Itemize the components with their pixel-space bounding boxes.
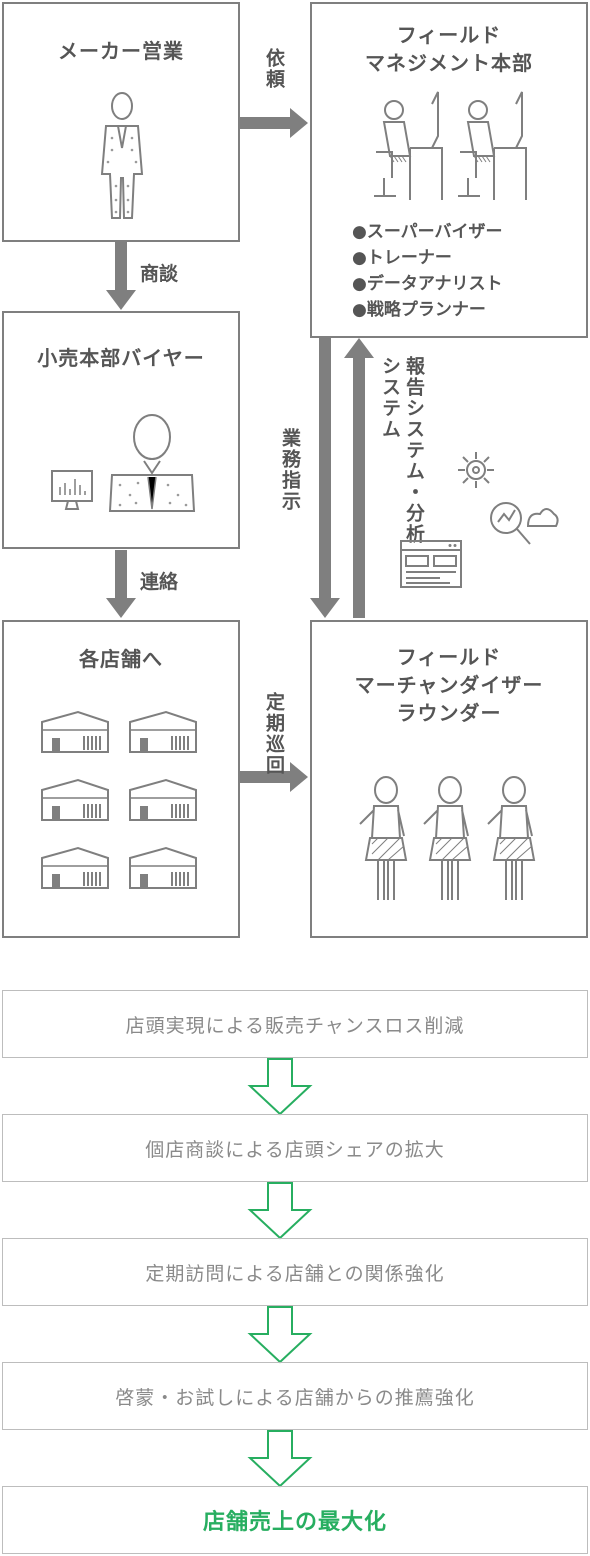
label-negotiation: 商談 <box>140 263 179 285</box>
store-building-icon <box>41 779 109 821</box>
stores-title: 各店舗へ <box>79 647 163 671</box>
woman-icon <box>359 776 407 901</box>
store-building-icon <box>129 779 197 821</box>
arrow-negotiation <box>106 242 136 310</box>
store-building-icon <box>129 847 197 889</box>
stores-box: 各店舗へ <box>2 620 240 938</box>
gear-icon <box>458 452 494 488</box>
fmr-title-line3: ラウンダー <box>396 701 502 725</box>
role-item: ●トレーナー <box>352 248 452 268</box>
flow-down-arrow-3 <box>247 1306 313 1364</box>
role-item: ●データアナリスト <box>352 274 503 294</box>
label-patrol: 定期巡回 <box>263 692 285 776</box>
label-contact: 連絡 <box>140 571 179 593</box>
store-buildings-icon <box>41 711 197 889</box>
field-merchandiser-box: フィールド マーチャンダイザー ラウンダー <box>310 620 588 938</box>
arrow-report <box>344 338 374 618</box>
flow-step-1: 店頭実現による販売チャンスロス削減 <box>2 990 588 1058</box>
field-management-hq-box: フィールド マネジメント本部 ●スーパーバイザー ●トレーナー ●データアナリス… <box>310 2 588 338</box>
label-instruction: 業務指示 <box>279 428 301 512</box>
analytics-cloud-icon <box>490 502 559 545</box>
field-hq-title-line2: マネジメント本部 <box>365 51 533 75</box>
women-staff-icon <box>359 776 535 901</box>
maker-sales-box: メーカー営業 <box>2 2 240 242</box>
flow-result: 店舗売上の最大化 <box>2 1486 588 1554</box>
retail-buyer-box: 小売本部バイヤー <box>2 311 240 549</box>
fmr-title-line1: フィールド <box>396 645 502 669</box>
buyer-with-monitor-icon <box>51 414 196 512</box>
woman-icon <box>423 776 471 901</box>
arrow-instruction <box>310 338 340 618</box>
flow-step-4: 啓蒙・お試しによる店舗からの推薦強化 <box>2 1362 588 1430</box>
arrow-contact <box>106 550 136 618</box>
arrow-patrol <box>240 762 308 792</box>
flow-down-arrow-4 <box>247 1430 313 1488</box>
field-hq-role-list: ●スーパーバイザー ●トレーナー ●データアナリスト ●戦略プランナー <box>352 219 503 323</box>
businessman-icon <box>100 92 144 219</box>
arrow-request <box>240 108 308 138</box>
store-building-icon <box>41 847 109 889</box>
retail-buyer-title: 小売本部バイヤー <box>37 346 205 370</box>
fmr-title-line2: マーチャンダイザー <box>354 673 544 697</box>
woman-icon <box>487 776 535 901</box>
dashboard-window-icon <box>400 540 462 588</box>
role-item: ●戦略プランナー <box>352 300 486 320</box>
field-hq-title-line1: フィールド <box>396 23 502 47</box>
flow-step-3: 定期訪問による店舗との関係強化 <box>2 1238 588 1306</box>
flow-step-2: 個店商談による店頭シェアの拡大 <box>2 1114 588 1182</box>
maker-sales-title: メーカー営業 <box>58 39 184 63</box>
store-building-icon <box>41 711 109 753</box>
label-request: 依頼 <box>263 48 285 90</box>
role-item: ●スーパーバイザー <box>352 222 503 242</box>
store-building-icon <box>129 711 197 753</box>
flow-down-arrow-1 <box>247 1058 313 1116</box>
desk-workers-icon <box>374 91 527 200</box>
flow-down-arrow-2 <box>247 1182 313 1240</box>
label-report: 報告システム・分析システム <box>379 356 425 545</box>
